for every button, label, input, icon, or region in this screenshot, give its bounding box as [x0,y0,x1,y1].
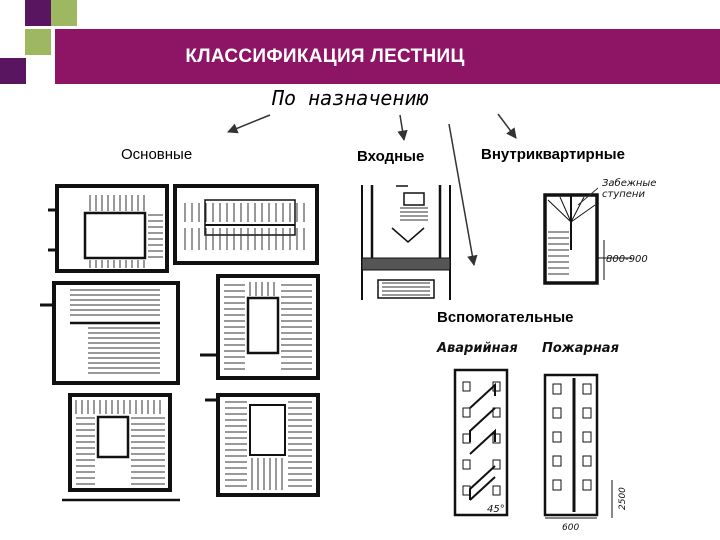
fire-height-label: 2500 [618,487,628,510]
category-label-main: Основные [121,146,193,163]
arrow-to-main [227,114,271,134]
window [492,433,501,444]
emergency-stair-elevation [453,368,509,517]
window [552,455,562,467]
corner-square-dark-2 [0,58,26,84]
window [492,485,501,496]
main-stair-plan-2 [173,184,319,265]
page-title: КЛАССИФИКАЦИЯ ЛЕСТНИЦ [185,46,465,67]
inner-stair-steps [548,231,569,275]
window [492,459,501,470]
fire-label: Пожарная [542,341,619,356]
main-stair-flights-5 [75,400,165,485]
main-stair-flights-6 [225,401,312,490]
main-stair-plan-4 [200,274,320,380]
window [582,383,592,395]
main-stair-plan-1 [48,184,169,273]
fire-stair-windows [552,383,592,491]
width-range-label: 800-900 [606,254,648,265]
emergency-stair-windows [462,381,501,496]
category-label-entry: Входные [357,148,425,165]
main-stair-flights-4 [224,282,312,370]
window [462,381,471,392]
window [552,479,562,491]
title-bar [55,29,720,84]
window [582,479,592,491]
entry-stair-section [361,185,451,300]
corner-square-light-2 [25,29,51,55]
window [462,459,471,470]
window [462,433,471,444]
main-stair-flights-1 [89,195,163,268]
diagram-subtitle: По назначению [272,86,429,110]
corner-square-light-1 [51,0,77,26]
window [582,407,592,419]
entry-stair-steps [382,207,430,296]
main-stair-flights-3 [70,289,160,374]
window [552,383,562,395]
winder-label-line2: ступени [602,189,645,200]
window [552,407,562,419]
inner-stair-plan [543,187,632,285]
window [492,407,501,418]
window [552,431,562,443]
corner-square-dark-1 [25,0,51,26]
arrow-to-entry [397,114,408,142]
winder-label-line1: Забежные [602,177,656,189]
main-stair-flights-2 [184,203,305,250]
main-stair-plan-6 [205,393,320,497]
arrow-to-inner [497,113,517,139]
emergency-label: Аварийная [436,341,518,356]
main-stair-plan-3 [40,281,180,385]
fire-stair-elevation [543,373,613,519]
window [462,485,471,496]
window [462,407,471,418]
arrow-to-auxiliary [448,123,478,267]
category-label-inner: Внутриквартирные [481,146,625,163]
category-label-auxiliary: Вспомогательные [437,309,574,326]
emergency-stair-zigzag [469,382,496,501]
window [582,455,592,467]
angle-label: 45° [487,504,505,515]
main-stair-plan-5 [62,393,180,502]
window [582,431,592,443]
fire-width-label: 600 [562,523,579,533]
